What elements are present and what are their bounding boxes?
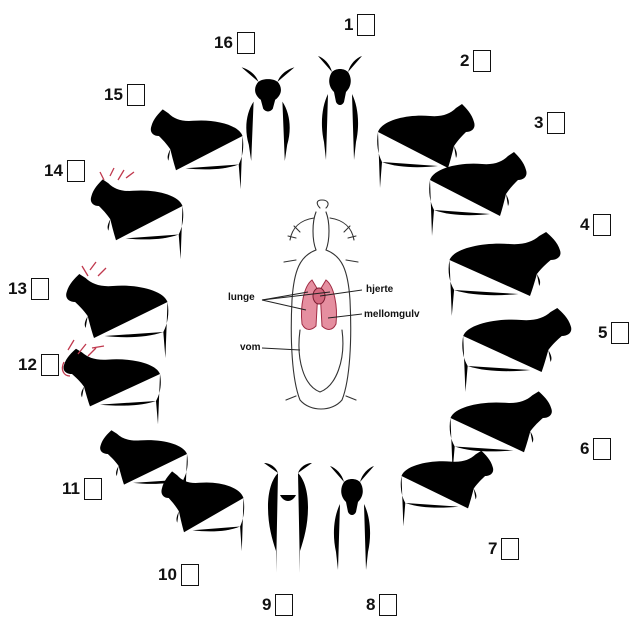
organs bbox=[301, 280, 336, 330]
moose-15 bbox=[149, 100, 243, 189]
moose-4 bbox=[449, 222, 563, 316]
shot-13: 13 bbox=[8, 278, 49, 300]
shot-number: 12 bbox=[18, 355, 37, 375]
shot-5: 5 bbox=[598, 322, 629, 344]
moose-drawings bbox=[62, 54, 573, 573]
moose-12 bbox=[62, 340, 161, 425]
shot-number: 1 bbox=[344, 15, 353, 35]
lung-left bbox=[301, 280, 318, 330]
shot-checkbox[interactable] bbox=[31, 278, 49, 300]
shot-checkbox[interactable] bbox=[501, 538, 519, 560]
shot-number: 6 bbox=[580, 439, 589, 459]
organ-label-mellomgulv: mellomgulv bbox=[364, 309, 420, 320]
shot-3: 3 bbox=[534, 112, 565, 134]
shot-9: 9 bbox=[262, 594, 293, 616]
shot-checkbox[interactable] bbox=[41, 354, 59, 376]
moose-13 bbox=[65, 264, 169, 358]
shot-10: 10 bbox=[158, 564, 199, 586]
shot-checkbox[interactable] bbox=[67, 160, 85, 182]
shot-number: 15 bbox=[104, 85, 123, 105]
shot-number: 11 bbox=[62, 479, 80, 499]
shot-number: 14 bbox=[44, 161, 63, 181]
moose-7 bbox=[401, 442, 495, 527]
shot-16: 16 bbox=[214, 32, 255, 54]
shot-number: 7 bbox=[488, 539, 497, 559]
shot-number: 2 bbox=[460, 51, 469, 71]
shot-11: 11 bbox=[62, 478, 102, 500]
shot-number: 5 bbox=[598, 323, 607, 343]
shot-checkbox[interactable] bbox=[275, 594, 293, 616]
moose-14 bbox=[89, 170, 183, 259]
shot-12: 12 bbox=[18, 354, 59, 376]
moose-16-front bbox=[242, 66, 295, 161]
moose-10 bbox=[160, 462, 244, 551]
moose-9-rear bbox=[264, 463, 312, 573]
shot-checkbox[interactable] bbox=[127, 84, 145, 106]
shot-checkbox[interactable] bbox=[593, 214, 611, 236]
organ-label-hjerte: hjerte bbox=[366, 284, 393, 295]
shot-checkbox[interactable] bbox=[379, 594, 397, 616]
shot-checkbox[interactable] bbox=[593, 438, 611, 460]
shot-checkbox[interactable] bbox=[237, 32, 255, 54]
shot-8: 8 bbox=[366, 594, 397, 616]
shot-checkbox[interactable] bbox=[611, 322, 629, 344]
shot-checkbox[interactable] bbox=[84, 478, 102, 500]
shot-number: 3 bbox=[534, 113, 543, 133]
shot-checkbox[interactable] bbox=[357, 14, 375, 36]
moose-6 bbox=[450, 382, 554, 471]
shot-1: 1 bbox=[344, 14, 375, 36]
shot-number: 10 bbox=[158, 565, 177, 585]
shot-checkbox[interactable] bbox=[473, 50, 491, 72]
shot-checkbox[interactable] bbox=[547, 112, 565, 134]
shot-number: 8 bbox=[366, 595, 375, 615]
shot-2: 2 bbox=[460, 50, 491, 72]
moose-1-front bbox=[318, 54, 362, 160]
shot-checkbox[interactable] bbox=[181, 564, 199, 586]
shot-number: 9 bbox=[262, 595, 271, 615]
shot-14: 14 bbox=[44, 160, 85, 182]
shot-6: 6 bbox=[580, 438, 611, 460]
organ-label-lunge: lunge bbox=[228, 292, 255, 303]
shot-4: 4 bbox=[580, 214, 611, 236]
moose-8 bbox=[330, 464, 374, 570]
organ-label-vom: vom bbox=[240, 342, 261, 353]
shot-number: 13 bbox=[8, 279, 27, 299]
shot-number: 4 bbox=[580, 215, 589, 235]
lung-right bbox=[320, 280, 337, 330]
shot-15: 15 bbox=[104, 84, 145, 106]
shot-7: 7 bbox=[488, 538, 519, 560]
moose-5 bbox=[462, 298, 573, 392]
shot-number: 16 bbox=[214, 33, 233, 53]
